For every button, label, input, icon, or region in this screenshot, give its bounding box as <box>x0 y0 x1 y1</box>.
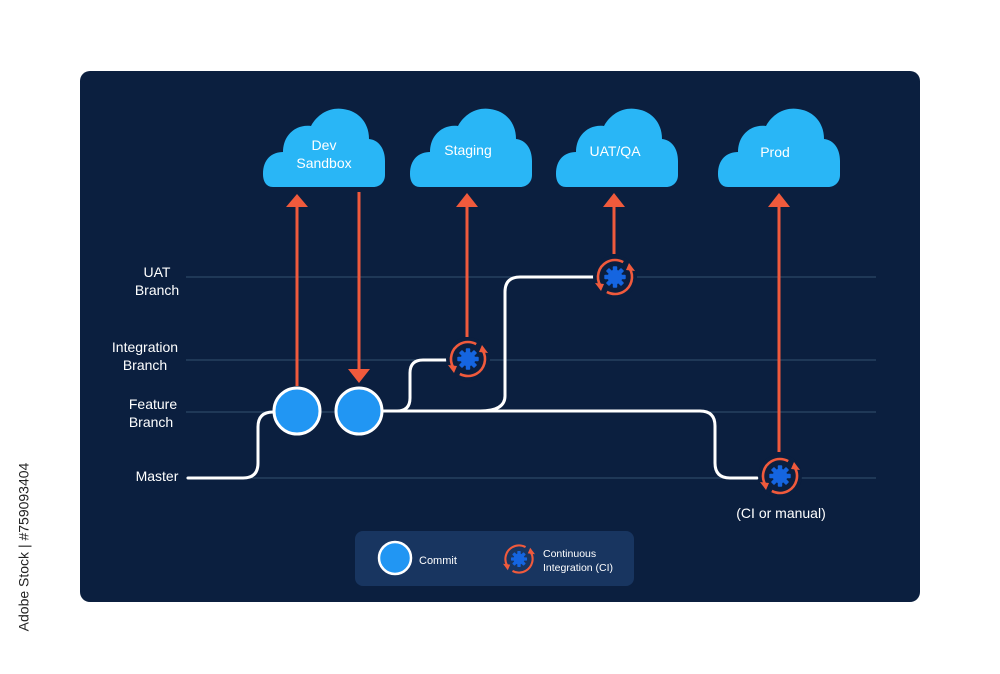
environment-clouds: Dev Sandbox Staging UAT/QA Prod <box>263 108 840 187</box>
branch-label-uat-line1: UAT <box>144 264 171 280</box>
branch-label-feature-line2: Branch <box>129 414 173 430</box>
cloud-staging: Staging <box>410 108 532 187</box>
gear-icon <box>769 465 791 487</box>
legend-commit-swatch <box>377 540 413 576</box>
deploy-arrows <box>286 192 790 452</box>
legend-box <box>355 531 634 586</box>
feature-to-uat-line <box>478 275 595 413</box>
branch-label-integration-line2: Branch <box>123 357 167 373</box>
legend: Commit Continuous Integration (CI) <box>355 531 634 586</box>
ci-node-master <box>755 451 805 501</box>
cloud-uat-label: UAT/QA <box>589 143 641 159</box>
legend-commit-label: Commit <box>419 555 457 567</box>
cloud-prod-label: Prod <box>760 144 790 160</box>
arrow-commit-to-dev <box>286 194 308 386</box>
branch-label-feature-line1: Feature <box>129 396 177 412</box>
branch-lines <box>186 275 759 480</box>
arrow-master-to-prod <box>768 193 790 452</box>
feature-to-master-line <box>381 409 759 480</box>
ci-nodes <box>443 252 805 501</box>
watermark-text: Adobe Stock | #759093404 <box>15 462 32 632</box>
branch-label-master: Master <box>136 468 179 484</box>
ci-note: (CI or manual) <box>736 505 825 521</box>
feature-to-integration-line <box>381 358 448 413</box>
legend-ci-label-line2: Integration (CI) <box>543 562 613 574</box>
arrow-integration-to-staging <box>456 193 478 337</box>
cloud-dev-line1: Dev <box>312 137 337 153</box>
watermark: Adobe Stock | #759093404 <box>6 432 40 662</box>
cloud-dev-sandbox: Dev Sandbox <box>263 108 385 187</box>
gear-icon <box>457 348 479 370</box>
cloud-prod: Prod <box>718 108 840 187</box>
arrow-uat-to-uatqa <box>603 193 625 254</box>
branch-label-uat-line2: Branch <box>135 282 179 298</box>
cloud-dev-line2: Sandbox <box>296 155 351 171</box>
branch-label-integration-line1: Integration <box>112 339 178 355</box>
ci-node-integration <box>443 334 493 384</box>
commit-node-1 <box>272 386 322 436</box>
arrow-dev-to-commit <box>348 192 370 383</box>
gear-icon <box>604 266 626 288</box>
legend-ci-label-line1: Continuous <box>543 548 596 560</box>
gear-icon <box>510 550 528 568</box>
commit-nodes <box>272 386 384 436</box>
branch-labels: UAT Branch Integration Branch Feature Br… <box>112 264 179 484</box>
cloud-staging-label: Staging <box>444 142 491 158</box>
master-to-feature-line <box>186 410 275 480</box>
ci-node-uat <box>590 252 640 302</box>
branch-guides <box>186 276 876 479</box>
cloud-uat-qa: UAT/QA <box>556 108 678 187</box>
commit-node-2 <box>334 386 384 436</box>
